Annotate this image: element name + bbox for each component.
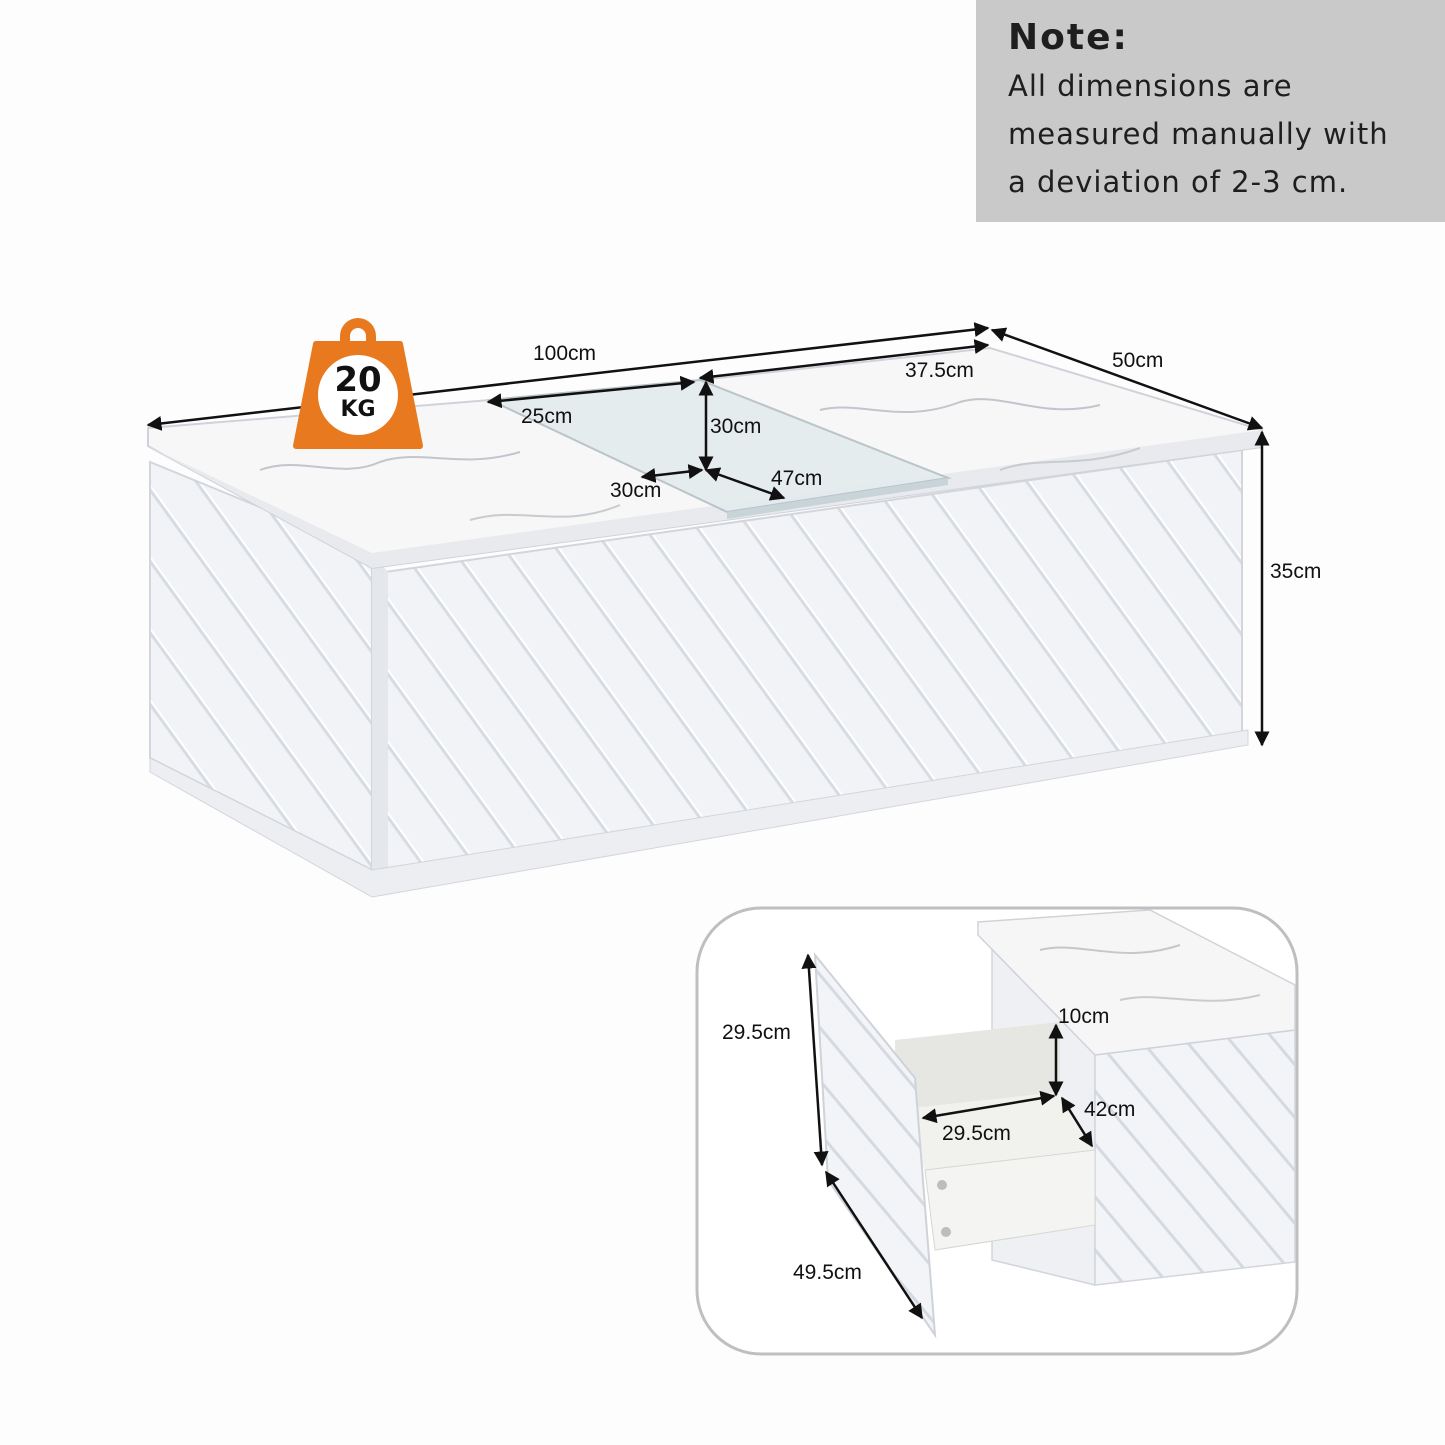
table-corner-edge — [372, 553, 388, 885]
drawer-inner-depth-arrow — [1060, 1096, 1094, 1148]
note-line: a deviation of 2-3 cm. — [1008, 165, 1349, 199]
cabinet-top-marble — [977, 909, 1296, 1056]
screw-icon — [941, 1227, 951, 1237]
marble-vein — [259, 451, 521, 471]
weight-badge-icon — [293, 318, 423, 449]
note-line: All dimensions are — [1008, 69, 1293, 103]
right-panel-arrow — [698, 339, 990, 384]
marble-vein — [1119, 994, 1261, 1002]
marble-vein — [469, 504, 621, 521]
weight-value: 20 — [334, 360, 382, 400]
length-label: 100cm — [533, 342, 597, 365]
drawer-dimension-lines — [801, 953, 1094, 1320]
glass-depth-label: 30cm — [710, 415, 762, 438]
glass-compartment-edge — [727, 478, 948, 519]
drawer-inner-depth-label: 42cm — [1084, 1098, 1136, 1121]
screw-icon — [937, 1180, 947, 1190]
glass-width-label: 25cm — [521, 405, 573, 428]
marble-vein — [999, 447, 1141, 471]
note-box: Note: All dimensions are measured manual… — [976, 0, 1445, 222]
right-panel-label: 37.5cm — [905, 359, 974, 382]
marble-vein — [1039, 944, 1181, 955]
depth-label: 50cm — [1112, 349, 1164, 372]
depth-arrow — [990, 327, 1264, 431]
compartment-length-arrow — [704, 467, 786, 501]
dimension-lines — [146, 322, 1270, 747]
drawer-front-height-label: 29.5cm — [722, 1021, 791, 1044]
height-label: 35cm — [1270, 560, 1322, 583]
note-line: measured manually with — [1008, 117, 1389, 151]
compartment-width-label: 30cm — [610, 479, 662, 502]
drawer-front-width-arrow — [824, 1170, 924, 1320]
drawer-box-back — [895, 1022, 1060, 1110]
drawer-front-height-arrow — [801, 953, 829, 1167]
compartment-length-label: 47cm — [771, 467, 823, 490]
drawer-front-width-label: 49.5cm — [793, 1261, 862, 1284]
note-title: Note: — [1008, 17, 1129, 58]
compartment-width-arrow — [640, 464, 704, 483]
table-base — [149, 729, 1249, 898]
cabinet-front — [1094, 1029, 1296, 1286]
weight-unit: KG — [340, 397, 376, 422]
drawer-box-side — [924, 1149, 1096, 1251]
drawer-inner-width-label: 29.5cm — [942, 1122, 1011, 1145]
drawer-inner-height-label: 10cm — [1058, 1005, 1110, 1028]
glass-width-arrow — [486, 375, 696, 409]
drawer-inner-width-arrow — [921, 1090, 1056, 1124]
